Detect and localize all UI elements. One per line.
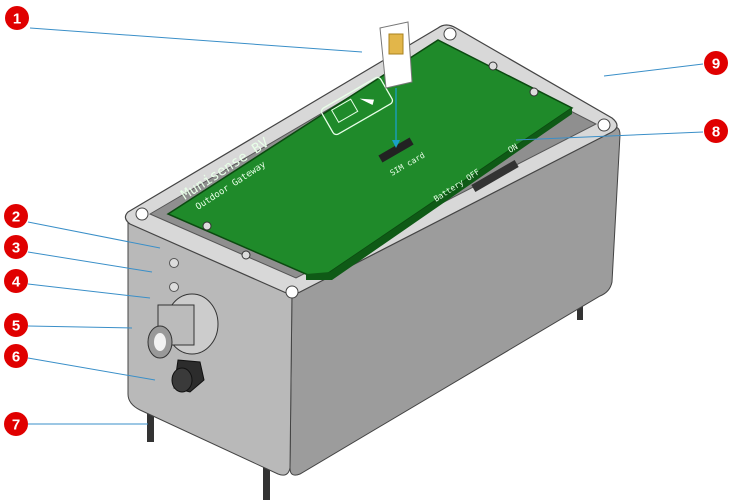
enclosure-side-face <box>289 126 621 476</box>
sim-card-slot[interactable] <box>378 137 414 163</box>
leader-lines <box>27 27 704 425</box>
callout-6: 6 <box>4 344 28 368</box>
screw-hole <box>597 118 611 132</box>
pcb-screw <box>529 87 539 97</box>
callout-5: 5 <box>4 313 28 337</box>
battery-switch[interactable] <box>471 160 519 192</box>
leg-front-right <box>263 455 270 500</box>
antenna-connector <box>147 293 219 359</box>
callout-3: 3 <box>4 235 28 259</box>
led-3 <box>169 282 179 292</box>
power-connector <box>171 359 205 393</box>
svg-text:3: 3 <box>12 240 20 257</box>
screw-hole <box>135 207 149 221</box>
screw-hole <box>285 285 299 299</box>
sim-insert-icon <box>320 76 394 136</box>
svg-text:9: 9 <box>712 56 720 73</box>
svg-text:1: 1 <box>13 11 21 28</box>
callout-1: 1 <box>5 6 29 30</box>
svg-text:5: 5 <box>12 318 20 335</box>
callout-9: 9 <box>704 51 728 75</box>
svg-text:8: 8 <box>712 124 720 141</box>
leg-front-left <box>147 400 154 442</box>
callout-8: 8 <box>704 119 728 143</box>
enclosure-front-face <box>127 217 293 476</box>
svg-text:6: 6 <box>12 349 20 366</box>
callout-4: 4 <box>4 269 28 293</box>
on-label: ON <box>507 142 520 155</box>
pcb-screw <box>202 221 212 231</box>
callout-2: 2 <box>4 204 28 228</box>
led-2 <box>169 258 179 268</box>
pcb-screw <box>241 250 251 260</box>
sim-card <box>379 21 413 148</box>
pcb-screw <box>488 61 498 71</box>
svg-text:2: 2 <box>12 209 20 226</box>
callout-7: 7 <box>4 412 28 436</box>
svg-text:7: 7 <box>12 417 20 434</box>
screw-hole <box>443 27 457 41</box>
svg-text:4: 4 <box>12 274 21 291</box>
